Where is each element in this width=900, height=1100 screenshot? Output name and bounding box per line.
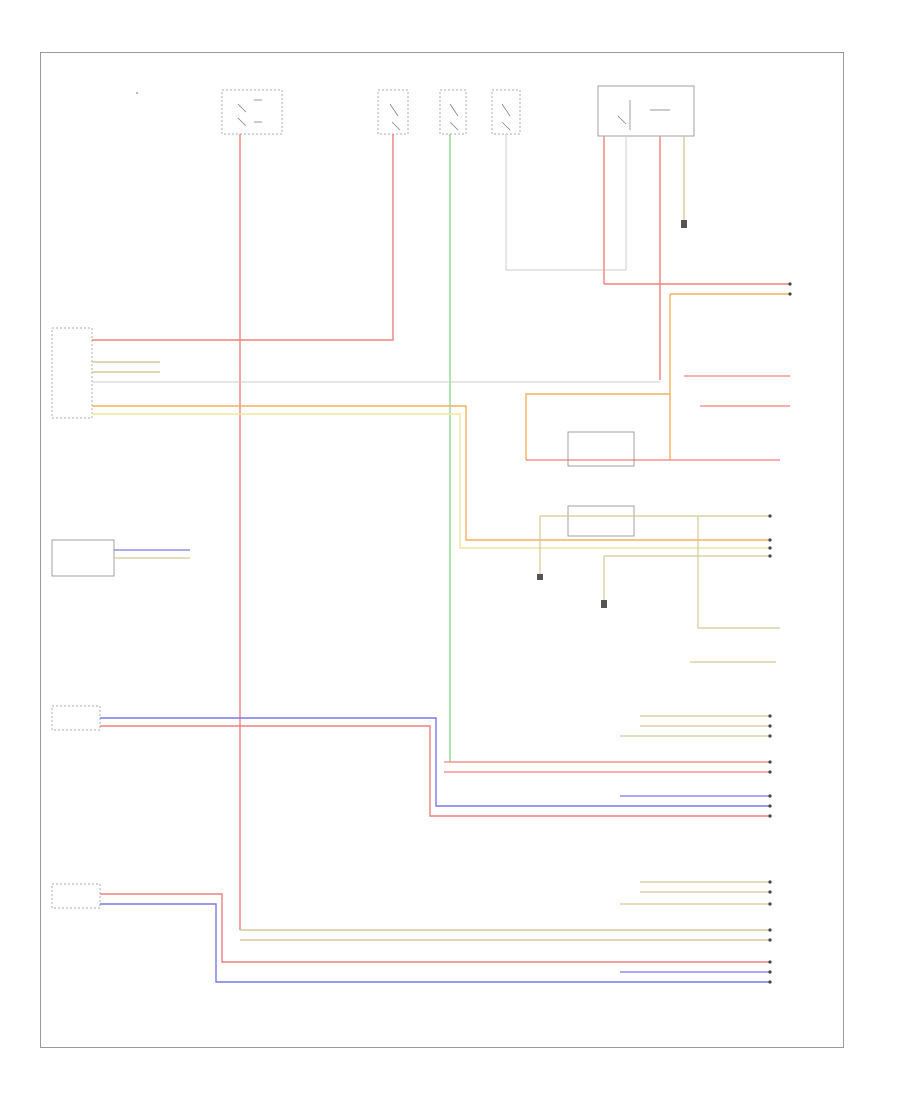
relay-ground xyxy=(681,220,687,228)
airbag-wire-yellow xyxy=(92,413,770,549)
connector-terminals xyxy=(768,282,792,984)
fuse-block-4 xyxy=(491,89,521,135)
rear-seat-sensor xyxy=(51,883,101,909)
feed-wire-4 xyxy=(505,134,627,271)
airbag-control-module xyxy=(51,327,93,419)
relay-module xyxy=(597,85,695,137)
fuse-block-3 xyxy=(439,89,467,135)
electronic-control-module xyxy=(51,539,115,577)
airbag-wire-red xyxy=(92,336,394,341)
fuse-block-1 xyxy=(136,89,283,135)
ground-symbol-1 xyxy=(537,574,543,580)
ground-symbol-2 xyxy=(601,600,607,608)
diagram-frame xyxy=(40,52,844,1048)
front-passenger-seat-sensor xyxy=(51,705,101,731)
fuse-block-2 xyxy=(377,89,409,135)
airbag-wire-orange xyxy=(92,405,770,541)
